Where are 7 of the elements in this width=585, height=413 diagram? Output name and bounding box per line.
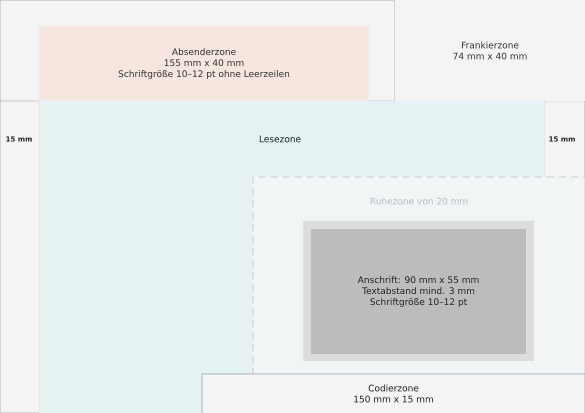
node-label: Ruhezone von 20 mm bbox=[370, 198, 468, 204]
zone-box: Absenderzone 155 mm x 40 mm Schriftgröße 10–12 pt ohne Leerzeilen bbox=[39, 26, 369, 101]
address-field: Anschrift: 90 mm x 55 mm Textabstand mind. 3 mm Schriftgröße 10–12 pt bbox=[303, 221, 534, 361]
node-label: 74 mm x 40 mm bbox=[453, 52, 527, 60]
node-label: Frankierzone bbox=[462, 42, 518, 48]
zone-box: Codierzone 150 mm x 15 mm bbox=[202, 374, 585, 413]
zone-box: Frankierzone 74 mm x 40 mm bbox=[395, 0, 585, 101]
